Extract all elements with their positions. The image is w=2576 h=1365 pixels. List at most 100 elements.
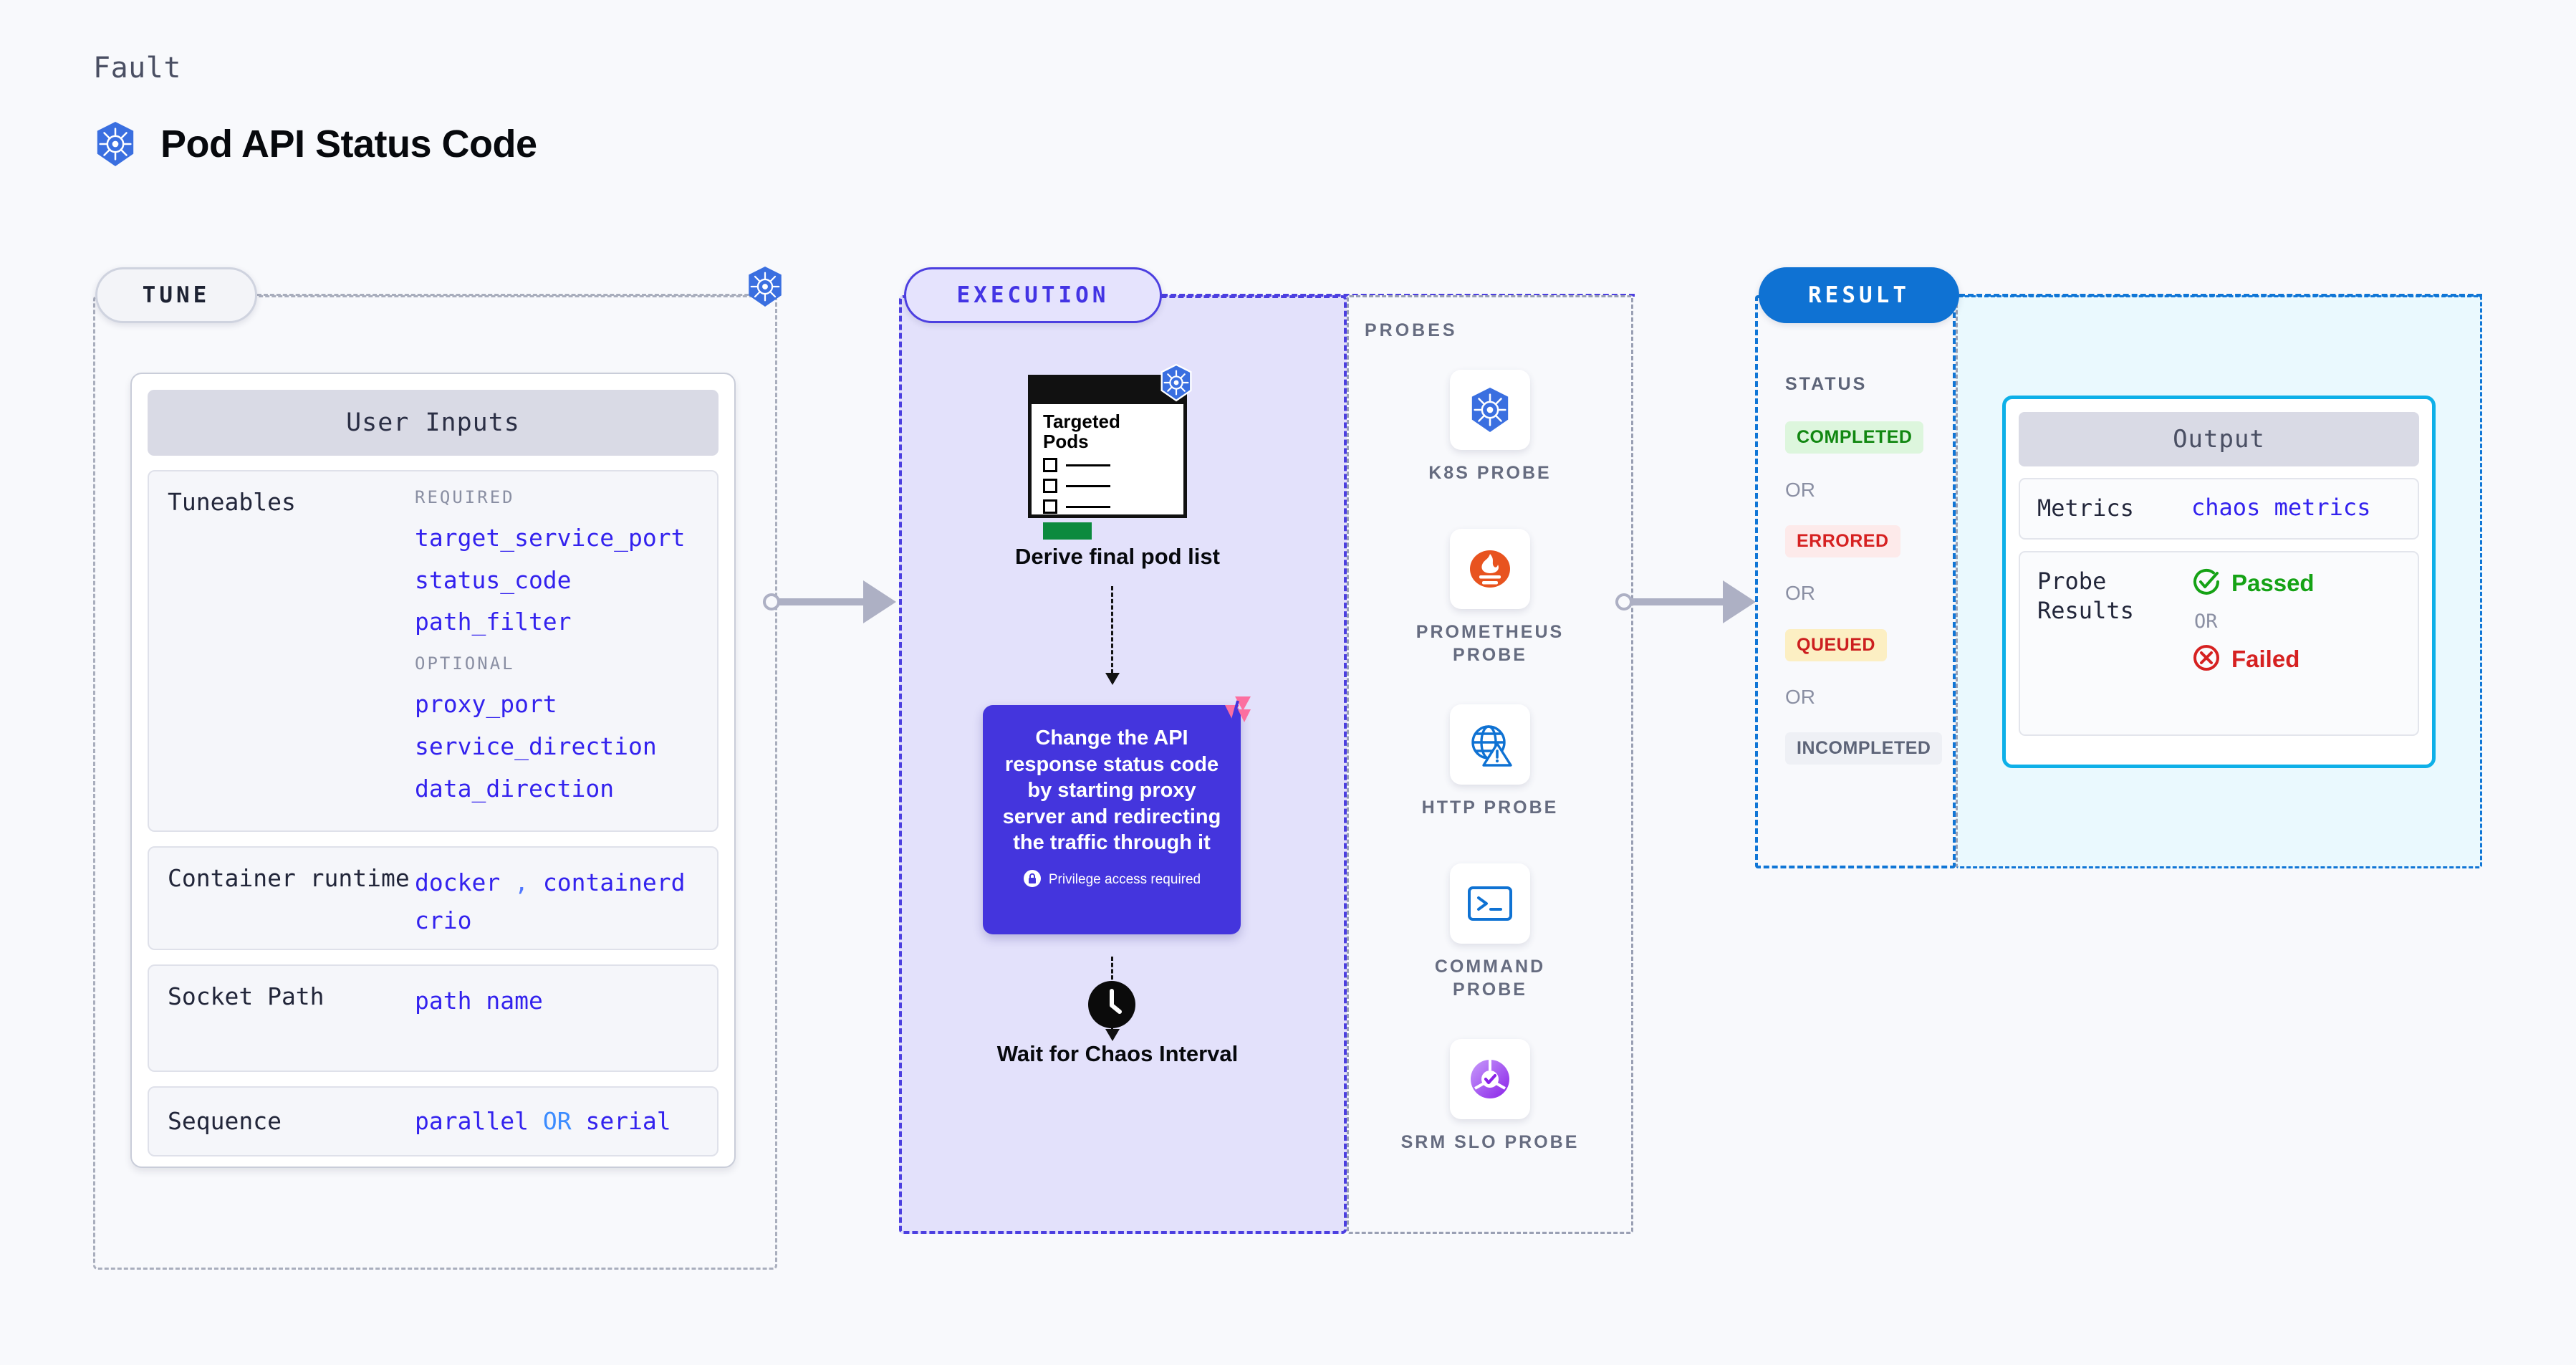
line-placeholder	[1066, 505, 1110, 508]
probe-item-prometheus[interactable]: PROMETHEUS PROBE	[1397, 529, 1583, 666]
status-badge-incompleted: INCOMPLETED	[1785, 732, 1943, 765]
pods-title-line2: Pods	[1043, 431, 1089, 453]
checkbox-icon	[1043, 479, 1057, 494]
sequence-or: OR	[542, 1107, 572, 1136]
connector-tune-to-execution	[763, 577, 928, 627]
privilege-note-text: Privilege access required	[1048, 872, 1201, 888]
connector-dot-left	[763, 593, 780, 610]
tuneables-section: Tuneables REQUIRED target_service_port s…	[148, 470, 719, 832]
runtime-crio[interactable]: crio	[415, 906, 472, 935]
container-runtime-section: Container runtime docker , containerd cr…	[148, 846, 719, 950]
tuneable-item[interactable]: status_code	[415, 565, 572, 594]
metrics-value[interactable]: chaos metrics	[2191, 494, 2371, 521]
kubernetes-icon	[1450, 370, 1530, 450]
line-placeholder	[1066, 464, 1110, 466]
terminal-icon	[1450, 863, 1530, 944]
chaos-action-card: Change the API response status code by s…	[983, 696, 1251, 934]
probe-item-command[interactable]: COMMAND PROBE	[1397, 863, 1583, 1001]
kubernetes-icon	[93, 120, 138, 168]
optional-group-title: OPTIONAL	[415, 653, 515, 674]
line-placeholder	[1066, 484, 1110, 487]
required-group-title: REQUIRED	[415, 487, 515, 507]
result-stage-container	[1755, 295, 1956, 868]
http-globe-warning-icon	[1450, 704, 1530, 785]
x-circle-icon	[2191, 643, 2221, 676]
kubernetes-icon	[745, 265, 785, 312]
probe-label: K8S PROBE	[1428, 463, 1552, 483]
pods-list-item	[1043, 458, 1183, 473]
status-or-label: OR	[1785, 582, 1815, 604]
tune-top-dashed-line	[257, 294, 774, 296]
probe-label: SRM SLO PROBE	[1400, 1132, 1580, 1152]
status-badge-completed: COMPLETED	[1785, 421, 1924, 454]
probe-item-k8s[interactable]: K8S PROBE	[1397, 370, 1583, 484]
lock-icon	[1023, 869, 1042, 891]
probe-label: PROMETHEUS PROBE	[1416, 622, 1565, 665]
stage-pill-result[interactable]: RESULT	[1759, 267, 1959, 323]
runtime-containerd[interactable]: containerd	[542, 868, 686, 896]
flow-arrow-down-1	[1105, 586, 1120, 685]
sequence-serial[interactable]: serial	[585, 1107, 671, 1136]
connector-arrowhead	[1723, 580, 1756, 623]
arrow-shaft	[1111, 586, 1113, 674]
status-badge-queued: QUEUED	[1785, 629, 1887, 661]
tuneables-label: Tuneables	[168, 488, 296, 516]
status-badge-errored: ERRORED	[1785, 525, 1900, 557]
user-inputs-title: User Inputs	[148, 390, 719, 456]
passed-label: Passed	[2231, 570, 2315, 597]
probe-label: HTTP PROBE	[1421, 798, 1559, 818]
tuneable-item[interactable]: proxy_port	[415, 690, 557, 719]
pods-list-item	[1043, 499, 1183, 514]
container-runtime-values-row1: docker , containerd	[415, 863, 698, 901]
socket-path-value[interactable]: path name	[415, 987, 543, 1015]
sequence-values: parallel OR serial	[415, 1102, 698, 1140]
probe-result-or-label: OR	[2194, 610, 2218, 633]
tuneable-item[interactable]: target_service_port	[415, 524, 686, 552]
user-inputs-card: User Inputs Tuneables REQUIRED target_se…	[130, 373, 736, 1168]
connector-bar	[1623, 598, 1737, 605]
tuneable-item[interactable]: path_filter	[415, 608, 572, 636]
sequence-section: Sequence parallel OR serial	[148, 1086, 719, 1156]
runtime-docker[interactable]: docker	[415, 868, 501, 896]
connector-arrowhead	[863, 580, 896, 623]
status-or-label: OR	[1785, 686, 1815, 708]
probe-item-http[interactable]: HTTP PROBE	[1397, 704, 1583, 819]
probe-results-label: Probe Results	[2037, 567, 2134, 625]
harness-icon	[1213, 695, 1252, 734]
clock-icon	[1087, 980, 1136, 1033]
output-card: Output Metrics chaos metrics Probe Resul…	[2002, 396, 2436, 768]
step-caption-derive-pods: Derive final pod list	[1015, 544, 1220, 569]
probe-label: COMMAND PROBE	[1434, 957, 1546, 1000]
metrics-row: Metrics chaos metrics	[2019, 478, 2419, 540]
tuneable-item[interactable]: data_direction	[415, 774, 615, 803]
page-title: Pod API Status Code	[160, 123, 537, 166]
prometheus-icon	[1450, 529, 1530, 609]
container-runtime-label: Container runtime	[168, 864, 410, 892]
tuneable-item[interactable]: service_direction	[415, 732, 657, 760]
probe-result-passed: Passed	[2191, 567, 2400, 600]
checkbox-icon	[1043, 458, 1057, 473]
checkbox-icon	[1043, 499, 1057, 514]
sequence-parallel[interactable]: parallel	[415, 1107, 529, 1136]
output-card-title: Output	[2019, 412, 2419, 466]
tune-stage-container	[93, 295, 777, 1270]
connector-dot-left	[1615, 593, 1633, 610]
sequence-label: Sequence	[168, 1106, 282, 1135]
result-top-dashed-line	[1959, 294, 2482, 297]
privilege-note-row: Privilege access required	[999, 869, 1225, 891]
pods-list-item	[1043, 479, 1183, 494]
socket-path-section: Socket Path path name	[148, 964, 719, 1072]
runtime-separator: ,	[514, 868, 529, 896]
kubernetes-icon	[1158, 363, 1194, 406]
stage-pill-tune[interactable]: TUNE	[95, 267, 257, 323]
arrow-head	[1105, 673, 1120, 685]
check-circle-icon	[2191, 567, 2221, 600]
metrics-label: Metrics	[2037, 494, 2134, 522]
status-section-label: STATUS	[1785, 374, 1868, 394]
targeted-pods-illustration: Targeted Pods	[1028, 363, 1200, 540]
stage-pill-execution[interactable]: EXECUTION	[904, 267, 1162, 323]
probe-item-srm-slo[interactable]: SRM SLO PROBE	[1397, 1039, 1583, 1154]
probe-results-row: Probe Results Passed OR	[2019, 550, 2419, 736]
pods-progress-bar	[1043, 522, 1092, 540]
